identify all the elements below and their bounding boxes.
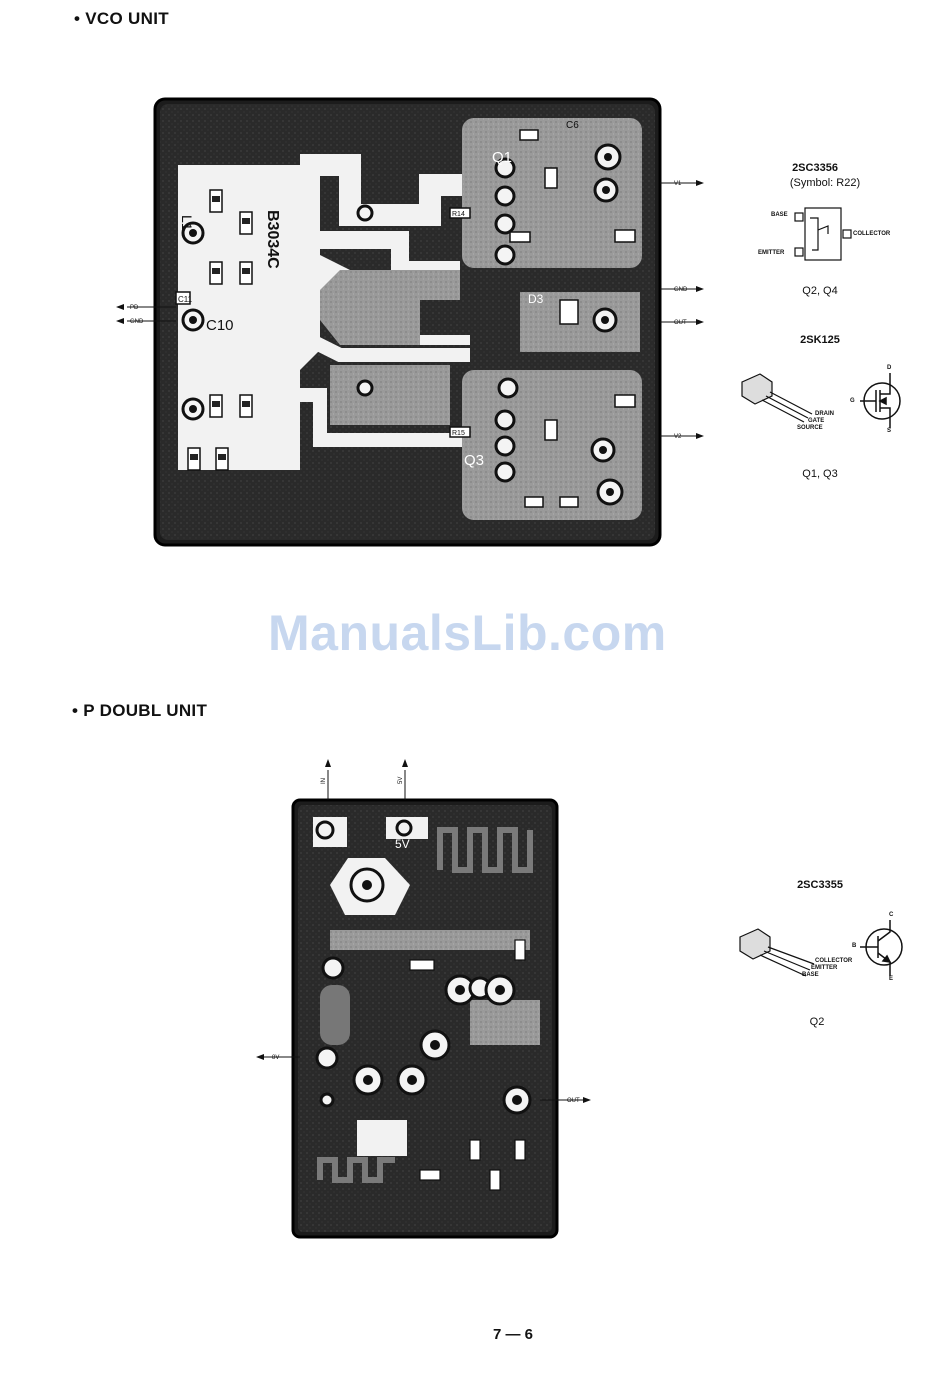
label-r15: R15 [452,430,465,437]
fet-s: S [887,428,891,434]
pin-source: SOURCE [797,425,823,431]
label-q3: Q3 [464,452,484,469]
label-l1: L1 [179,215,195,231]
label-5v: 5V [395,837,410,851]
refs-q2-q4: Q2, Q4 [780,285,860,297]
refs-q2: Q2 [777,1016,857,1028]
bjt-symbol [860,920,902,976]
signal-v2: V2 [674,434,682,440]
label-c10: C10 [206,317,234,334]
signal-gnd-left: GND [130,319,144,325]
pin-gate: GATE [808,418,824,424]
part-2sc3355: 2SC3355 [780,879,860,891]
pdoubl-unit-heading: • P DOUBL UNIT [72,701,207,721]
signal-out: OUT [674,320,687,326]
bjt-c: C [889,912,893,918]
label-q1: Q1 [492,149,512,166]
label-r14: R14 [452,211,465,218]
pin-collector-c: COLLECTOR [815,958,852,964]
label-c11: C11 [178,295,193,304]
pin-collector-a: COLLECTOR [853,231,890,237]
signal-left: 8V [272,1055,279,1061]
transistor-2sk125-package [742,374,812,422]
transistor-2sc3356-package [795,208,851,260]
pin-emitter-c: EMITTER [811,965,837,971]
fet-symbol [860,373,900,428]
board-label: B3034C [264,210,281,269]
signal-v1: V1 [674,181,682,187]
pin-emitter-a: EMITTER [758,250,784,256]
fet-g: G [850,398,855,404]
signal-pd: PD [130,305,139,311]
fet-d: D [887,365,891,371]
label-c6: C6 [566,120,579,131]
page-number: 7 — 6 [493,1326,533,1343]
pin-drain: DRAIN [815,411,834,417]
bjt-e: E [889,976,893,982]
signal-top-right: 5V [398,777,404,784]
transistor-2sc3355-package [740,929,814,976]
bjt-b: B [852,943,856,949]
refs-q1-q3: Q1, Q3 [780,468,860,480]
label-d3: D3 [528,292,544,306]
pin-base-a: BASE [771,212,788,218]
signal-top-left: IN [321,778,327,784]
signal-gnd-right: GND [674,287,688,293]
pin-base-c: BASE [802,972,819,978]
signal-out-pdoubl: OUT [567,1098,580,1104]
part-2sk125: 2SK125 [780,334,860,346]
watermark: ManualsLib.com [268,604,667,662]
symbol-r22: (Symbol: R22) [770,177,880,189]
part-2sc3356: 2SC3356 [770,162,860,174]
